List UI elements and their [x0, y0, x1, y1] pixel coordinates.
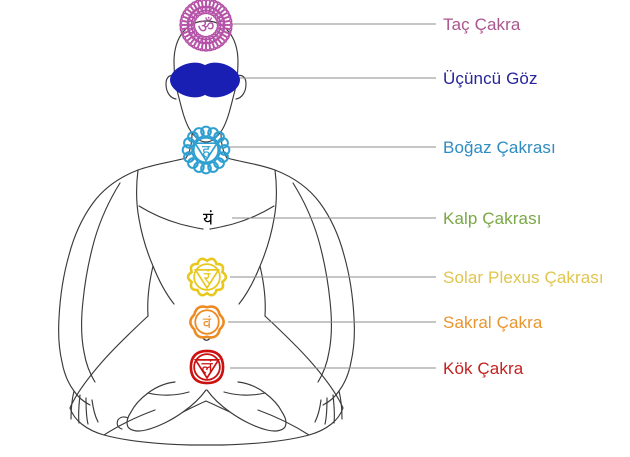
- chakra-label-throat: Boğaz Çakrası: [443, 138, 556, 157]
- chakra-seed-glyph-root: लं: [201, 358, 213, 377]
- chakra-label-root: Kök Çakra: [443, 359, 524, 378]
- chakra-symbol-sacral[interactable]: वं: [189, 305, 225, 339]
- chakra-symbol-solar-plexus[interactable]: रं: [186, 257, 228, 297]
- chakra-seed-glyph-sacral: वं: [203, 314, 212, 332]
- chakra-seed-glyph-heart: यं: [203, 210, 214, 230]
- chakra-label-sacral: Sakral Çakra: [443, 313, 543, 332]
- chakra-symbol-third-eye[interactable]: ॐ: [169, 62, 241, 98]
- chakra-seed-glyph-third-eye: ॐ: [197, 71, 212, 90]
- chakra-seed-glyph-crown: ॐ: [197, 16, 214, 37]
- chakra-symbol-root[interactable]: लं: [189, 349, 225, 385]
- chakra-seed-glyph-solar-plexus: रं: [204, 268, 212, 287]
- body-outline: [58, 20, 355, 446]
- chakra-label-heart: Kalp Çakrası: [443, 209, 542, 228]
- chakra-label-crown: Taç Çakra: [443, 15, 521, 34]
- chakra-label-solar-plexus: Solar Plexus Çakrası: [443, 268, 604, 287]
- chakra-symbol-throat[interactable]: ह: [181, 125, 231, 175]
- chakra-label-third-eye: Üçüncü Göz: [443, 69, 538, 88]
- chakra-symbol-crown[interactable]: ॐ: [179, 0, 233, 52]
- chakra-seed-glyph-throat: ह: [202, 141, 211, 160]
- chakra-symbol-heart[interactable]: यं: [183, 193, 234, 244]
